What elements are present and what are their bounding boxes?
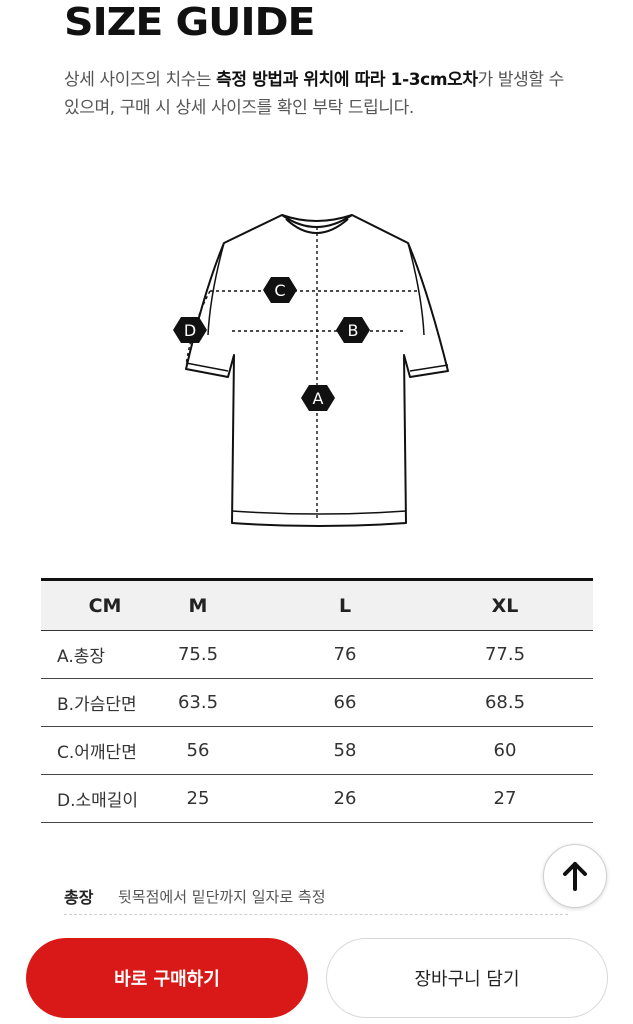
label-a: A: [313, 389, 324, 408]
add-to-cart-button[interactable]: 장바구니 담기: [326, 938, 608, 1018]
cell-l: 66: [333, 692, 357, 713]
label-b-badge: B: [336, 317, 370, 343]
table-row: B.가슴단면 63.5 66 68.5: [41, 679, 593, 727]
tshirt-diagram: C B D A: [173, 214, 449, 527]
page-title: SIZE GUIDE: [64, 0, 316, 44]
cell-l: 26: [333, 788, 357, 809]
table-row: A.총장 75.5 76 77.5: [41, 631, 593, 679]
size-table: CM M L XL A.총장 75.5 76 77.5 B.가슴단면 63.5 …: [41, 578, 593, 823]
cell-xl: 60: [493, 740, 517, 761]
cell-l: 58: [333, 740, 357, 761]
description-text-1: 상세 사이즈의 치수는: [64, 70, 217, 90]
label-c: C: [274, 281, 285, 300]
cell-xl: 77.5: [484, 644, 526, 665]
label-a-badge: A: [301, 385, 335, 411]
cell-xl: 68.5: [484, 692, 526, 713]
note-value: 뒷목점에서 밑단까지 일자로 측정: [118, 887, 326, 906]
buy-now-button[interactable]: 바로 구매하기: [26, 938, 308, 1018]
row-label: A.총장: [57, 647, 106, 667]
cell-m: 56: [186, 740, 210, 761]
header-xl: XL: [491, 594, 519, 617]
note-key: 총장: [64, 888, 94, 907]
arrow-up-icon: [563, 862, 587, 891]
cell-m: 63.5: [177, 692, 219, 713]
header-l: L: [338, 594, 352, 617]
header-m: M: [188, 594, 208, 617]
label-d: D: [184, 321, 196, 340]
description-text-bold: 측정 방법과 위치에 따라 1-3cm오차: [216, 70, 478, 90]
row-label: B.가슴단면: [57, 695, 137, 715]
cell-l: 76: [333, 644, 357, 665]
description-text-2: 가 발생할 수 있으며, 구매 시 상세 사이즈를 확인 부탁 드립니다.: [64, 70, 564, 118]
header-cm: CM: [88, 594, 122, 617]
cell-m: 25: [186, 788, 210, 809]
measurement-note: 총장 뒷목점에서 밑단까지 일자로 측정: [64, 878, 568, 915]
size-table-header: CM M L XL: [41, 581, 593, 631]
size-guide-description: 상세 사이즈의 치수는 측정 방법과 위치에 따라 1-3cm오차가 발생할 수…: [64, 66, 564, 122]
label-d-badge: D: [173, 317, 207, 343]
cell-m: 75.5: [177, 644, 219, 665]
scroll-top-button[interactable]: [543, 844, 607, 908]
row-label: C.어깨단면: [57, 743, 137, 763]
cell-xl: 27: [493, 788, 517, 809]
row-label: D.소매길이: [57, 791, 139, 811]
label-c-badge: C: [263, 277, 297, 303]
table-row: C.어깨단면 56 58 60: [41, 727, 593, 775]
table-row: D.소매길이 25 26 27: [41, 775, 593, 823]
label-b: B: [348, 321, 359, 340]
